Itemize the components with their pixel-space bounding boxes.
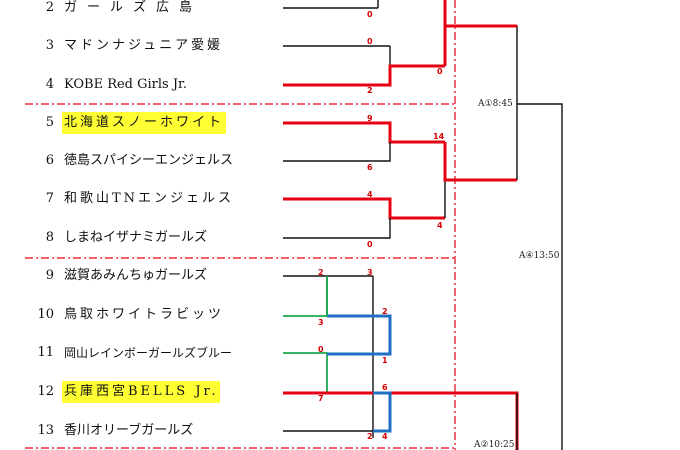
line-team10-green	[283, 276, 328, 317]
line-team4-win	[283, 64, 445, 87]
team-number: 2	[45, 0, 54, 15]
team-number: 7	[45, 191, 54, 206]
team-name-highlighted: 北海道スノーホワイト	[62, 112, 227, 134]
team-name: ガールズ広島	[64, 0, 203, 15]
team-number: 8	[45, 230, 54, 245]
team-number: 10	[37, 307, 54, 322]
match-label-a2: A②10:25	[474, 440, 515, 450]
team-name: 香川オリーブガールズ	[64, 423, 194, 438]
score-team2: 0	[367, 10, 373, 19]
score-team7: 4	[367, 190, 373, 199]
line-top-to-a1	[445, 25, 518, 104]
score-semi-5678-top: 14	[433, 132, 445, 141]
team-number: 6	[45, 153, 54, 168]
score-semi-top: 0	[437, 67, 443, 76]
score-team4: 2	[367, 86, 373, 95]
score-team12-blue: 6	[382, 383, 388, 392]
score-team9: 2	[318, 268, 324, 277]
score-team11: 0	[318, 345, 324, 354]
score-team10: 3	[318, 318, 324, 327]
team-number: 5	[45, 115, 54, 130]
team-number: 4	[45, 77, 54, 92]
line-team6	[283, 142, 391, 162]
score-team11-blue: 1	[382, 356, 388, 365]
line-a1-out	[517, 103, 563, 450]
team-name-highlighted: 兵庫西宮BELLS Jr.	[62, 381, 221, 403]
team-name: 鳥取ホワイトラビッツ	[64, 307, 225, 322]
line-team13-blue	[373, 391, 392, 433]
score-team8: 0	[367, 240, 373, 249]
team-number: 11	[37, 345, 54, 360]
score-team6: 6	[367, 163, 373, 172]
team-number: 9	[45, 268, 54, 283]
team-name: マドンナジュニア愛媛	[64, 38, 224, 53]
match-label-a4: A④13:50	[519, 251, 560, 261]
score-semi-5678-bottom: 4	[437, 221, 443, 230]
team-number: 12	[37, 384, 54, 399]
score-team12: 7	[318, 394, 324, 403]
score-team13-blue: 4	[382, 432, 388, 441]
score-team5: 9	[367, 114, 373, 123]
team-name: 岡山レインボーガールズブルー	[64, 346, 233, 360]
team-name: 徳島スパイシーエンジェルス	[64, 153, 234, 168]
team-name: しまねイザナミガールズ	[64, 230, 208, 245]
score-team10-blue: 2	[382, 307, 388, 316]
divider-lines	[25, 0, 456, 450]
match-label-a1: A①8:45	[478, 99, 513, 109]
score-team9-final: 3	[367, 268, 373, 277]
team-name: 和歌山TNエンジェルス	[64, 191, 235, 206]
score-team3: 0	[367, 37, 373, 46]
score-team13: 2	[367, 432, 373, 441]
line-team8	[283, 218, 391, 239]
line-team10-blue	[327, 314, 392, 356]
team-name: 滋賀あみんちゅガールズ	[64, 268, 208, 283]
line-team11-green	[283, 352, 328, 393]
line-team5-win	[283, 121, 445, 144]
team-number: 13	[37, 423, 54, 438]
line-team7-win	[283, 197, 445, 220]
line-semi-5678-win	[443, 142, 517, 182]
team-name: KOBE Red Girls Jr.	[64, 77, 187, 92]
team-number: 3	[45, 38, 54, 53]
